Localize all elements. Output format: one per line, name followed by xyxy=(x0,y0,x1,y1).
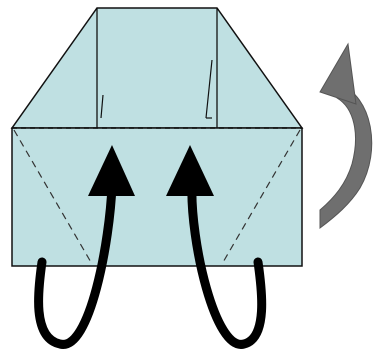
bottom-flap xyxy=(12,128,302,266)
top-flap xyxy=(12,8,302,128)
turn-over-arrow-icon xyxy=(320,44,372,228)
